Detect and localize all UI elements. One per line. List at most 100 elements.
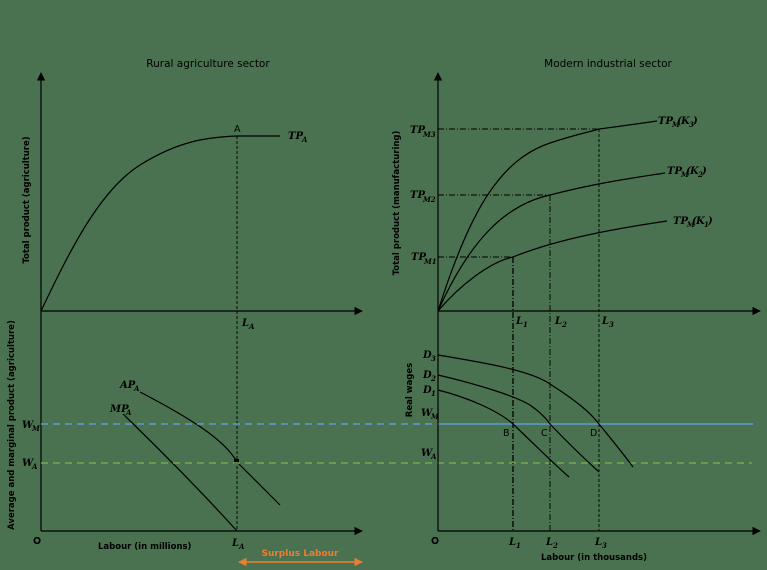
svg-text:AP: AP — [119, 380, 136, 391]
svg-text:2: 2 — [561, 320, 567, 329]
apa-wa-intersection — [234, 459, 239, 464]
svg-text:TP: TP — [410, 125, 425, 136]
right-origin-label: O — [431, 536, 439, 547]
l1-bottom-tick-label: L 1 — [508, 537, 521, 550]
d2-curve — [437, 374, 600, 473]
svg-text:1: 1 — [704, 220, 709, 229]
tpm-k3-curve — [437, 120, 658, 312]
svg-text:K: K — [680, 116, 691, 127]
svg-text:): ) — [701, 166, 707, 177]
svg-text:TP: TP — [673, 216, 688, 227]
svg-text:(: ( — [686, 166, 692, 177]
svg-text:W: W — [22, 458, 35, 469]
svg-text:A: A — [301, 135, 308, 144]
svg-text:MP: MP — [109, 404, 129, 415]
svg-text:3: 3 — [431, 354, 436, 363]
right-xlabel: Labour (in thousands) — [541, 553, 647, 563]
svg-text:3: 3 — [609, 320, 614, 329]
svg-text:2: 2 — [697, 170, 703, 179]
l3-bottom-tick-label: L 3 — [594, 537, 607, 550]
mpa-curve — [122, 413, 238, 532]
left-panel-title: Rural agriculture sector — [146, 58, 270, 70]
d2-label: D 2 — [422, 370, 436, 383]
svg-text:D: D — [422, 370, 432, 381]
svg-text:L: L — [515, 316, 523, 327]
wm-label-left: W M — [22, 420, 40, 433]
svg-text:3: 3 — [689, 120, 694, 129]
point-d-label: D — [590, 428, 597, 439]
svg-text:A: A — [430, 452, 437, 461]
l1-top-tick-label: L 1 — [515, 316, 528, 329]
tpm-k1-curve — [437, 220, 668, 312]
svg-text:(: ( — [692, 216, 698, 227]
wm-label-right: W M — [421, 408, 439, 421]
left-origin-label: O — [33, 536, 41, 547]
l2-top-tick-label: L 2 — [554, 316, 567, 329]
tpm-k1-label: TP M ( K 1 ) — [673, 216, 713, 229]
svg-text:A: A — [31, 462, 38, 471]
la-bottom-tick-label: L A — [231, 538, 245, 551]
la-top-tick-label: L A — [241, 318, 255, 331]
svg-text:M: M — [686, 220, 695, 229]
svg-text:A: A — [248, 322, 255, 331]
d3-label: D 3 — [422, 350, 436, 363]
svg-text:W: W — [421, 448, 434, 459]
svg-text:TP: TP — [288, 131, 303, 142]
svg-text:W: W — [22, 420, 35, 431]
svg-text:(: ( — [677, 116, 683, 127]
svg-text:A: A — [133, 384, 140, 393]
right-bottom-ylabel: Real wages — [405, 363, 415, 417]
svg-text:L: L — [594, 537, 602, 548]
svg-text:M: M — [680, 170, 689, 179]
svg-text:L: L — [601, 316, 609, 327]
tpm-k2-curve — [437, 172, 666, 312]
svg-text:M: M — [31, 424, 40, 433]
d1-label: D 1 — [422, 385, 436, 398]
right-top-ylabel: Total product (manufacturing) — [392, 130, 402, 275]
svg-text:K: K — [695, 216, 706, 227]
svg-text:TP: TP — [667, 166, 682, 177]
left-xlabel: Labour (in millions) — [98, 542, 192, 552]
svg-text:M: M — [430, 412, 439, 421]
tpm1-label: TP M1 — [411, 252, 437, 266]
right-panel-modern-industrial: Modern industrial sector Total product (… — [392, 58, 761, 563]
svg-text:): ) — [692, 116, 698, 127]
right-panel-title: Modern industrial sector — [544, 58, 672, 70]
wa-label-right: W A — [421, 448, 437, 461]
point-a-label: A — [234, 124, 241, 135]
svg-text:D: D — [422, 385, 432, 396]
surplus-labour-label: Surplus Labour — [261, 549, 339, 559]
tpm3-label: TP M3 — [410, 125, 436, 139]
wa-label-left: W A — [22, 458, 38, 471]
svg-text:A: A — [238, 542, 245, 551]
tpa-curve — [40, 135, 280, 312]
left-panel-rural-agriculture: Rural agriculture sector Total product (… — [7, 58, 363, 567]
svg-text:L: L — [508, 537, 516, 548]
svg-text:1: 1 — [431, 389, 436, 398]
apa-label: AP A — [119, 380, 140, 393]
svg-text:M1: M1 — [423, 257, 437, 266]
svg-text:TP: TP — [411, 252, 426, 263]
svg-text:L: L — [231, 538, 239, 549]
svg-text:W: W — [421, 408, 434, 419]
svg-text:A: A — [125, 408, 132, 417]
svg-text:): ) — [707, 216, 713, 227]
svg-text:K: K — [689, 166, 700, 177]
apa-curve — [139, 391, 281, 506]
svg-text:M: M — [671, 120, 680, 129]
svg-text:D: D — [422, 350, 432, 361]
tpm-k2-label: TP M ( K 2 ) — [667, 166, 707, 179]
left-bottom-ylabel: Average and marginal product (agricultur… — [7, 320, 17, 530]
svg-text:TP: TP — [410, 190, 425, 201]
tpm-k3-label: TP M ( K 3 ) — [658, 116, 698, 129]
point-b-label: B — [503, 428, 510, 439]
svg-text:2: 2 — [552, 541, 558, 550]
svg-text:L: L — [241, 318, 249, 329]
svg-text:M3: M3 — [422, 130, 436, 139]
svg-text:M2: M2 — [422, 195, 436, 204]
l2-bottom-tick-label: L 2 — [545, 537, 558, 550]
svg-text:3: 3 — [602, 541, 607, 550]
svg-text:L: L — [554, 316, 562, 327]
tpa-label: TP A — [288, 131, 308, 144]
